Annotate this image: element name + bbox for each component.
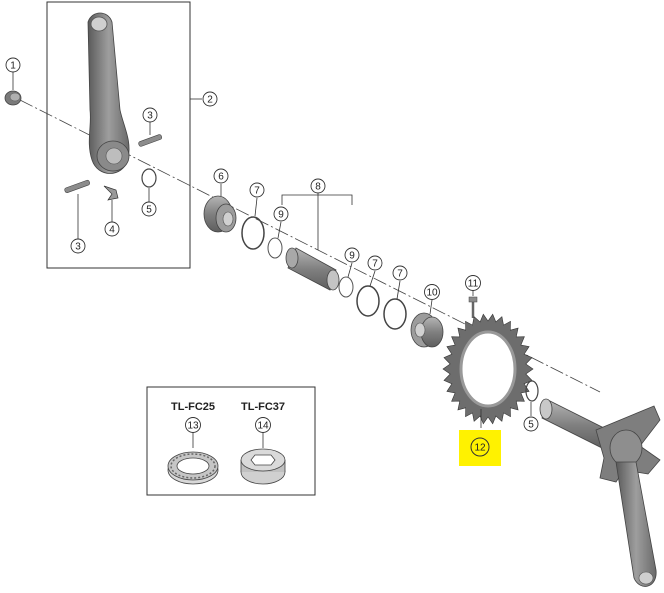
leader-lines — [12, 72, 532, 428]
adapter-cup-left-part — [410, 312, 444, 348]
o-ring-9-right-part — [338, 276, 354, 298]
o-ring-right-part — [525, 380, 539, 402]
callout-9-a: 9 — [273, 206, 289, 222]
svg-text:6: 6 — [218, 172, 224, 183]
callouts-layer: 1 2 3 3 4 5 5 6 7 7 7 8 9 9 10 11 12 13 … — [5, 57, 539, 466]
callout-7-c: 7 — [392, 265, 408, 281]
callout-13: 13 — [185, 417, 201, 433]
callout-8: 8 — [310, 178, 326, 194]
callout-14: 14 — [255, 417, 271, 433]
svg-text:12: 12 — [474, 443, 486, 454]
callout-9-b: 9 — [344, 247, 360, 263]
svg-text:8: 8 — [315, 182, 321, 193]
cup-ring-1-part — [241, 216, 265, 250]
chainring-part — [442, 313, 534, 425]
o-ring-9-left-part — [267, 237, 283, 259]
cup-ring-3-part — [383, 298, 407, 330]
svg-text:5: 5 — [146, 205, 152, 216]
svg-text:5: 5 — [528, 420, 534, 431]
svg-text:9: 9 — [278, 210, 284, 221]
tool-label-tl-fc25: TL-FC25 — [171, 401, 215, 413]
svg-text:3: 3 — [75, 242, 81, 253]
callout-2: 2 — [202, 91, 218, 107]
safety-plate-part — [103, 185, 119, 201]
pinch-bolt-lower-part — [64, 179, 90, 194]
callout-4: 4 — [104, 221, 120, 237]
tool-tl-fc25-drawing — [167, 451, 219, 485]
inner-cover-tube-part — [285, 247, 340, 291]
callout-7-b: 7 — [367, 255, 383, 271]
svg-text:13: 13 — [187, 421, 199, 432]
callout-3-lower: 3 — [70, 238, 86, 254]
svg-text:10: 10 — [426, 288, 438, 299]
svg-text:7: 7 — [372, 259, 378, 270]
tool-label-tl-fc37: TL-FC37 — [241, 401, 285, 413]
callout-5-left: 5 — [141, 201, 157, 217]
tool-tl-fc37-drawing — [240, 448, 286, 485]
adapter-cup-right-part — [203, 195, 237, 233]
right-crank-arm-with-spindle — [539, 398, 661, 587]
chainring-bolt-part — [468, 296, 478, 318]
svg-text:2: 2 — [207, 95, 213, 106]
cup-ring-2-part — [356, 285, 380, 317]
left-crank-group-box — [46, 1, 191, 269]
callout-3-upper: 3 — [142, 107, 158, 123]
svg-text:7: 7 — [254, 186, 260, 197]
callout-5-right: 5 — [523, 416, 539, 432]
svg-text:4: 4 — [109, 225, 115, 236]
crank-arm-fixing-bolt-part — [4, 90, 22, 106]
callout-11: 11 — [465, 275, 481, 291]
svg-text:9: 9 — [349, 251, 355, 262]
callout-7-a: 7 — [249, 182, 265, 198]
o-ring-left-part — [141, 168, 157, 188]
svg-text:3: 3 — [147, 111, 153, 122]
callout-12-highlighted: 12 — [459, 430, 501, 466]
svg-text:1: 1 — [10, 61, 16, 72]
callout-6: 6 — [213, 168, 229, 184]
svg-text:11: 11 — [468, 279, 479, 290]
svg-text:14: 14 — [257, 421, 269, 432]
svg-text:7: 7 — [397, 269, 403, 280]
callout-1: 1 — [5, 57, 21, 73]
callout-10: 10 — [424, 284, 440, 300]
left-crank-arm — [87, 12, 130, 174]
tools-box — [146, 386, 316, 496]
pinch-bolt-upper-part — [138, 134, 163, 147]
